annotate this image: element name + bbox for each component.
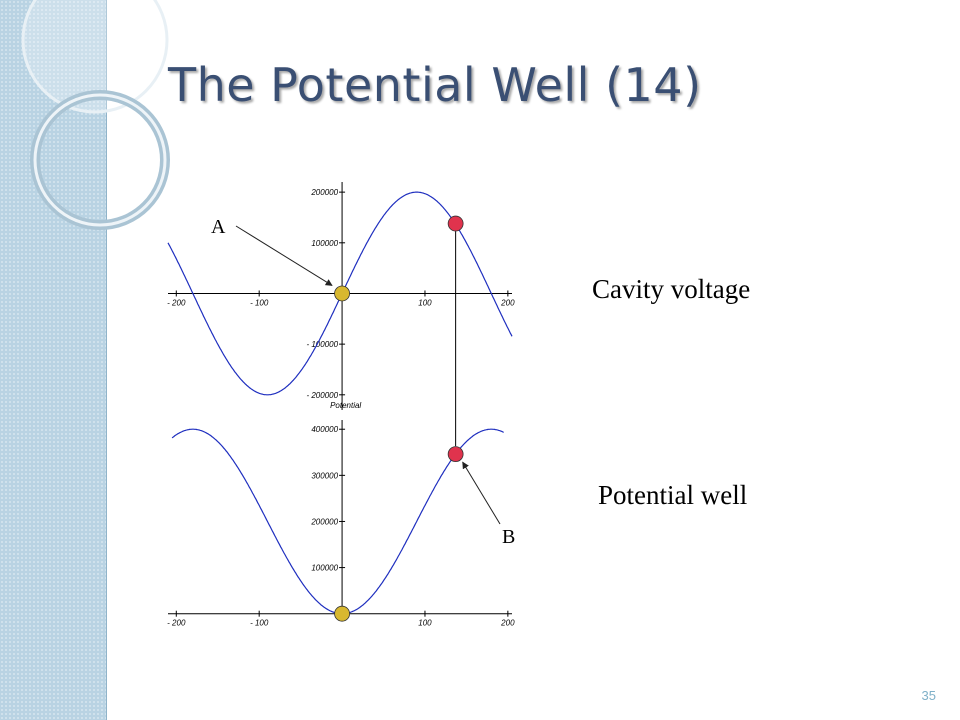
potential-x-tick-label: 100 bbox=[418, 619, 432, 628]
cavity-chart: - 200 - 100 100 200 200000 100000 - 100000 - 20… bbox=[167, 182, 515, 410]
cavity-point-yellow bbox=[334, 285, 350, 302]
potential-x-tick-label: - 100 bbox=[250, 619, 269, 628]
cavity-x-tick-label: - 100 bbox=[250, 298, 269, 307]
potential-point-red bbox=[447, 446, 464, 463]
cavity-x-tick-label: - 200 bbox=[167, 298, 186, 307]
point-label-a: A bbox=[211, 216, 226, 238]
potential-y-tick-label: 300000 bbox=[311, 471, 338, 480]
potential-point-yellow bbox=[334, 605, 350, 622]
cavity-y-tick-label: - 100000 bbox=[306, 340, 338, 349]
cavity-x-tick-label: 200 bbox=[500, 298, 515, 307]
page-number: 35 bbox=[921, 688, 936, 703]
slide-title: The Potential Well (14) bbox=[168, 58, 702, 112]
cavity-y-tick-label: 100000 bbox=[311, 239, 338, 248]
cavity-x-tick-label: 100 bbox=[418, 298, 432, 307]
potential-y-tick-label: 200000 bbox=[310, 517, 338, 526]
cavity-y-tick-label: 200000 bbox=[310, 188, 338, 197]
potential-y-tick-label: 400000 bbox=[311, 425, 338, 434]
potential-x-tick-label: 200 bbox=[500, 619, 515, 628]
potential-y-tick-label: 100000 bbox=[311, 564, 338, 573]
cavity-y-tick-label: - 200000 bbox=[306, 391, 338, 400]
arrow-b bbox=[462, 461, 501, 525]
point-label-b: B bbox=[502, 526, 516, 548]
decorative-rings bbox=[21, 0, 170, 230]
potential-chart: - 200 - 100 100 200 100000 200000 300000 400000 bbox=[167, 420, 515, 628]
potential-x-tick-label: - 200 bbox=[167, 619, 186, 628]
side-band-border bbox=[106, 0, 107, 720]
cavity-bottom-label: Potential bbox=[330, 401, 361, 410]
arrow-a bbox=[235, 225, 333, 286]
caption-potential-well: Potential well bbox=[598, 480, 748, 510]
cavity-point-red bbox=[447, 215, 464, 232]
caption-cavity-voltage: Cavity voltage bbox=[592, 274, 751, 304]
